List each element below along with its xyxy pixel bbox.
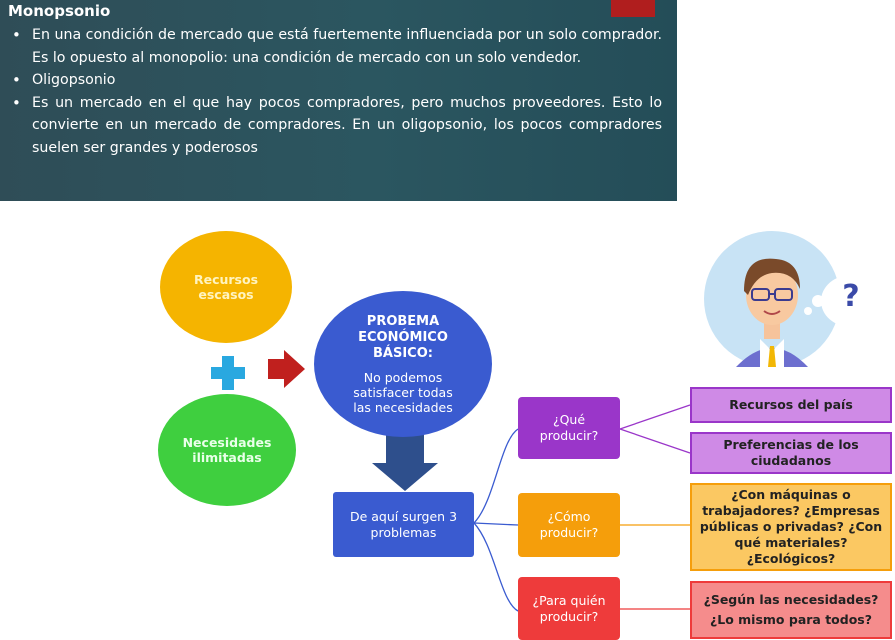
bullet-item: Es un mercado en el que hay pocos compra… [10,92,662,160]
surgen-box: De aquí surgen 3 problemas [333,492,474,557]
slide-title: Monopsonio [8,2,111,20]
economic-problem-diagram: ? Recursos escasos Necesidades ilimitada… [0,201,895,640]
problema-title: PROBEMA ECONÓMICO BÁSICO: [358,313,448,361]
preferencias-box: Preferencias de los ciudadanos [690,432,892,474]
thought-question-mark: ? [842,279,860,314]
red-corner-tab [611,0,655,17]
que-producir-box: ¿Qué producir? [518,397,620,459]
diagram-graphics [211,231,881,612]
thought-bubble [821,275,881,327]
surgen-label: De aquí surgen 3 problemas [349,508,458,540]
preferencias-label: Preferencias de los ciudadanos [723,437,859,468]
como-producir-label: ¿Cómo producir? [539,509,599,540]
recursos-pais-label: Recursos del país [729,397,853,412]
problema-circle: PROBEMA ECONÓMICO BÁSICO: No podemos sat… [314,291,492,437]
para-quien-label: ¿Para quién producir? [532,592,606,624]
segun-label: ¿Según las necesidades? ¿Lo mismo para t… [703,592,879,627]
arrow-right-icon [268,350,305,388]
segun-box: ¿Según las necesidades? ¿Lo mismo para t… [690,581,892,639]
connector-lines-purple [619,404,691,454]
thinking-person-illustration [704,231,881,367]
text-slide: Monopsonio En una condición de mercado q… [0,0,677,201]
plus-icon [211,356,245,390]
necesidades-circle: Necesidades ilimitadas [158,394,296,506]
para-quien-box: ¿Para quién producir? [518,577,620,640]
maquinas-box: ¿Con máquinas o trabajadores? ¿Empresas … [690,483,892,571]
recursos-escasos-circle: Recursos escasos [160,231,292,343]
necesidades-label: Necesidades ilimitadas [182,435,272,465]
que-producir-label: ¿Qué producir? [539,412,599,443]
como-producir-box: ¿Cómo producir? [518,493,620,557]
bullet-item: Oligopsonio [10,69,662,92]
bullet-item: En una condición de mercado que está fue… [10,24,662,69]
connector-lines [473,428,519,612]
bullet-list: En una condición de mercado que está fue… [10,24,662,159]
maquinas-label: ¿Con máquinas o trabajadores? ¿Empresas … [699,487,883,566]
recursos-escasos-label: Recursos escasos [193,272,259,302]
recursos-pais-box: Recursos del país [690,387,892,423]
problema-body: No podemos satisfacer todas las necesida… [353,369,453,415]
arrow-down-icon [372,433,438,491]
